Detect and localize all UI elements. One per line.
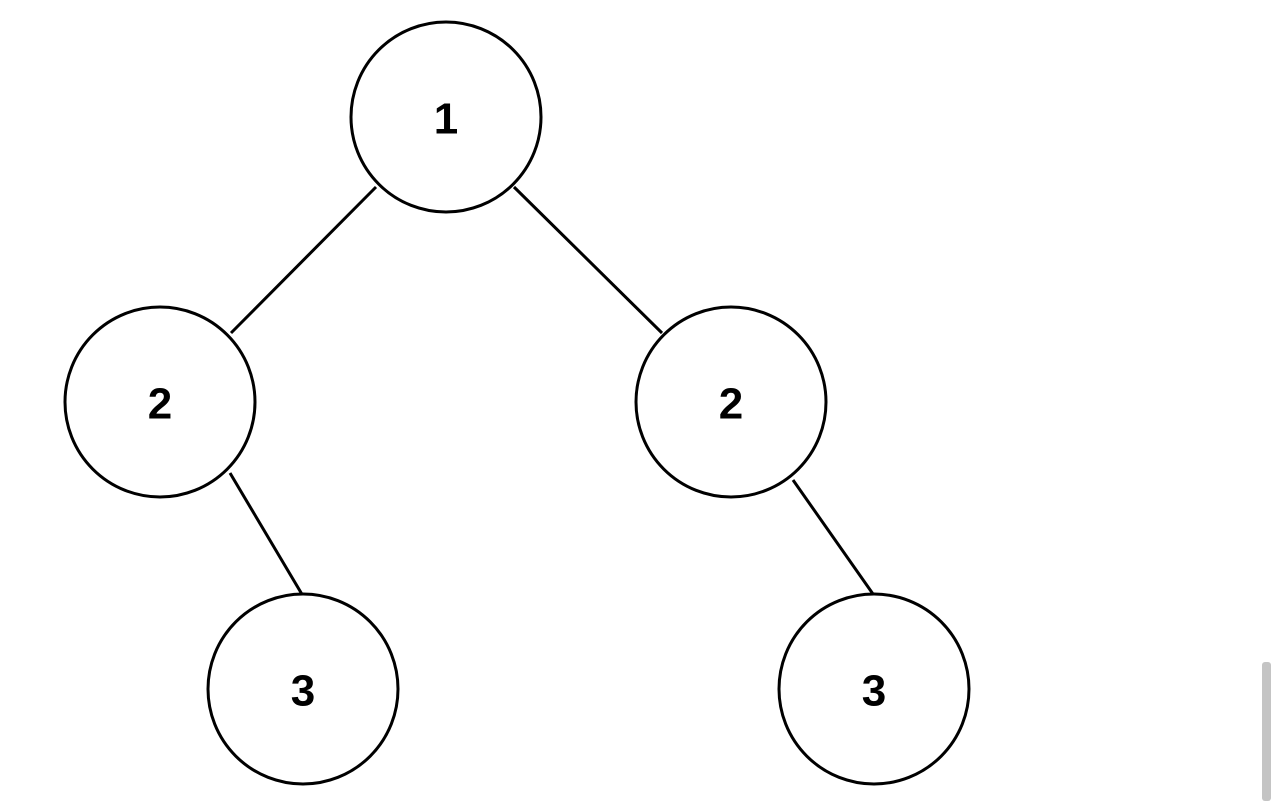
tree-node-right-child: 2	[634, 305, 828, 499]
node-circle	[777, 592, 971, 786]
node-circle	[206, 592, 400, 786]
tree-nodes: 1 2 2 3 3	[63, 20, 971, 786]
node-circle	[634, 305, 828, 499]
node-label: 2	[719, 380, 743, 429]
edge-root-to-left-child	[229, 185, 378, 335]
node-circle	[63, 305, 257, 499]
tree-node-right-grandchild: 3	[777, 592, 971, 786]
edge-root-to-right-child	[512, 185, 664, 335]
node-circle	[349, 20, 543, 214]
edge-left-child-to-left-grandchild	[228, 472, 305, 597]
tree-node-root: 1	[349, 20, 543, 214]
vertical-scrollbar-thumb[interactable]	[1262, 662, 1271, 801]
tree-node-left-child: 2	[63, 305, 257, 499]
node-label: 3	[291, 667, 315, 716]
node-label: 1	[434, 95, 458, 144]
node-label: 3	[862, 667, 886, 716]
edge-right-child-to-right-grandchild	[791, 479, 875, 595]
node-label: 2	[148, 380, 172, 429]
tree-edges	[228, 185, 875, 597]
tree-node-left-grandchild: 3	[206, 592, 400, 786]
